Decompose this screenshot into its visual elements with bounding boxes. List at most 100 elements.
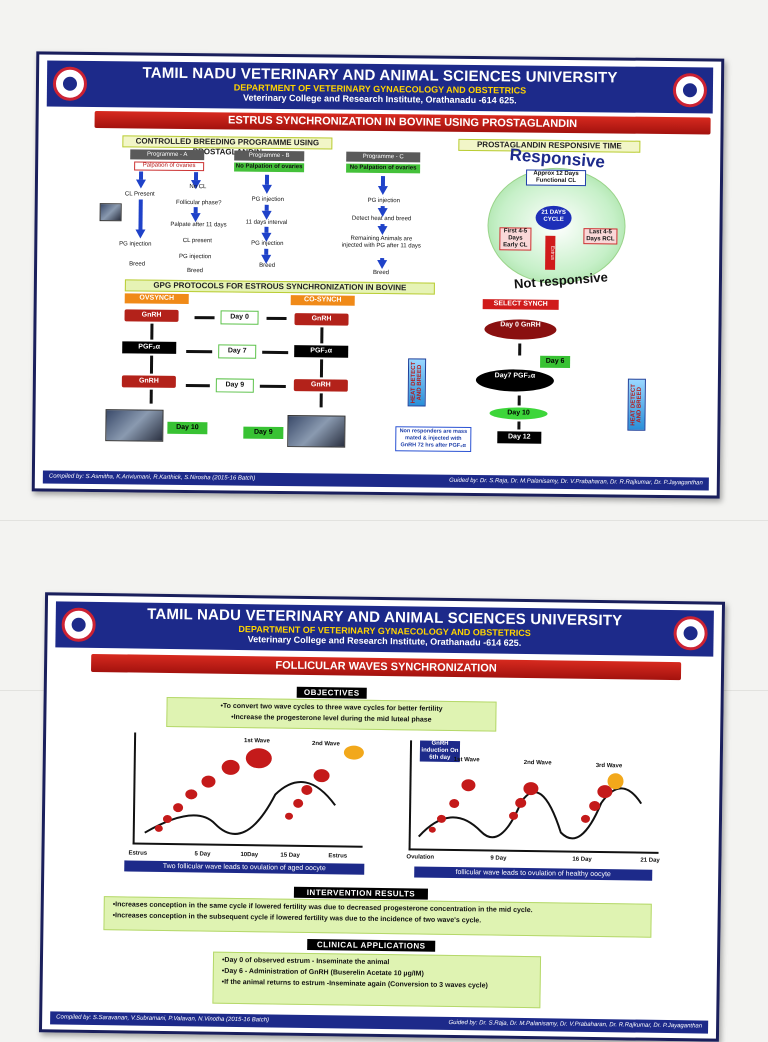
programme-c-label: Programme - C [346,151,421,163]
day-badge: Day 10 [167,421,208,435]
right-arrow [262,350,289,355]
follicle-dot [515,797,527,809]
cosynch-label: CO-SYNCH [290,295,355,306]
functional-cl-box: Approx 12 Days Functional CL [525,169,587,187]
tick-label: 5 Day [194,851,211,858]
tick-label: 10Day [240,852,259,859]
down-arrow [377,259,388,270]
down-arrow [138,199,143,230]
early-cl-box: First 4-5 Days Early CL [499,227,532,251]
follicle-dot [313,769,330,783]
results-box: •Increases conception in the same cycle … [103,896,652,938]
guided-by: Guided by: Dr. S.Raja, Dr. M.Palanisamy,… [448,1019,703,1030]
ovary-photo [99,203,122,222]
down-arrow [150,323,154,340]
left-arrow [186,349,213,354]
wave-label: 2nd Wave [311,741,340,748]
left-arrow [194,316,215,320]
down-arrow [320,327,324,344]
wave-label: 1st Wave [453,756,480,764]
down-arrow [264,174,270,185]
poster-banner: ESTRUS SYNCHRONIZATION IN BOVINE USING P… [94,111,711,135]
cow-photo [105,409,164,442]
ss-day0-gnrh: Day 0 GnRH [484,319,557,340]
palpate-text: Palpate after 11 days [170,221,227,229]
day-badge: Day 7 [218,344,257,359]
wave-label: 3rd Wave [595,762,623,770]
poster-footer: Compiled by: S.Asmitha, K.Ariviumani, R.… [42,470,709,491]
three-wave-curve [417,787,643,840]
follicle-dot [589,800,601,812]
left-arrow [185,383,210,388]
wave-label: 2nd Wave [523,759,552,767]
objectives-title: OBJECTIVES [296,686,367,699]
compiled-by: Compiled by: S.Saravanan, V.Subramani, P… [56,1014,270,1024]
wall-seam [0,520,768,521]
cycle-center: 21 DAYS CYCLE [535,205,572,231]
cl-present-text-2: CL present [182,237,212,245]
poster-banner: FOLLICULAR WAVES SYNCHRONIZATION [90,653,682,681]
tick-label: 9 Day [490,855,507,862]
heat-detect-left: HEAT DETECT AND BREED [407,358,427,407]
section-title: CONTROLLED BREEDING PROGRAMME USING PROS… [122,135,333,157]
poster-follicular-waves: TAMIL NADU VETERINARY AND ANIMAL SCIENCE… [38,592,726,1042]
day-badge: Day 6 [540,355,571,369]
ss-day7-pgf: Day7 PGF₂α [475,369,555,392]
pg-injection-text: PG injection [251,196,284,204]
pg-injection-text: PG injection [367,197,400,205]
poster-header: TAMIL NADU VETERINARY AND ANIMAL SCIENCE… [46,60,714,114]
follicle-dot [523,781,539,796]
follicle-dot [162,814,173,824]
breed-text: Breed [186,268,204,275]
tick-label: Ovulation [406,854,435,861]
follicle-dot [436,814,447,823]
objectives-box: •To convert two wave cycles to three wav… [166,696,497,732]
poster-footer: Compiled by: S.Saravanan, V.Subramani, P… [50,1011,709,1034]
breed-text: Breed [372,269,390,277]
happy-face-icon [607,773,624,790]
follicle-dot [461,779,476,792]
down-arrow [380,176,386,187]
tick-label: Estrus [128,850,148,857]
three-wave-chart: GnRH induction On 6th day 1st Wave 2nd W… [408,740,661,854]
down-arrow [518,343,522,356]
cl-present-text: CL Present [124,191,155,198]
programme-a-label: Programme - A [130,149,205,161]
pg-injection-text: PG injection [178,253,212,261]
cow-photo [287,415,346,448]
clinical-box: •Day 0 of observed estrum - Inseminate t… [212,951,542,1009]
down-arrow [377,225,388,236]
day-badge: Day 9 [243,426,284,440]
pgf-box: PGF₂α [294,345,349,358]
follicle-dot [284,812,294,820]
programme-a-head: Palpation of ovaries [134,161,205,172]
follicle-dot [185,789,198,800]
gnrh-box: GnRH [293,379,348,392]
detect-heat-text: Detect heat and breed [351,215,412,223]
rcl-box: Last 4-5 Days RCL [583,228,618,245]
down-arrow [138,171,144,180]
tick-label: 15 Day [280,852,300,859]
estrus-box: Estrus [545,235,556,270]
chart2-caption: follicular wave leads to ovulation of he… [414,866,653,881]
follicle-dot [154,824,163,832]
down-arrow [149,355,154,374]
follicle-dot [173,803,184,813]
down-arrow [190,213,201,223]
follicle-dot [201,775,216,788]
university-logo-icon [52,66,88,101]
down-arrow [261,184,272,194]
tick-label: 16 Day [572,856,592,863]
down-arrow [135,229,146,239]
gnrh-box: GnRH [124,309,179,322]
selectsynch-label: SELECT SYNCH [482,299,559,310]
day-badge: Day 9 [215,378,254,393]
programme-b-label: Programme - B [234,150,305,162]
non-responders-box: Non responders are mass mated & injected… [395,426,472,452]
down-arrow [517,421,521,430]
compiled-by: Compiled by: S.Asmitha, K.Ariviumani, R.… [48,473,256,482]
guided-by: Guided by: Dr. S.Raja, Dr. M.Palanisamy,… [449,477,703,487]
down-arrow [261,210,272,220]
follicle-dot [301,784,313,796]
ovsynch-label: OVSYNCH [124,293,189,305]
